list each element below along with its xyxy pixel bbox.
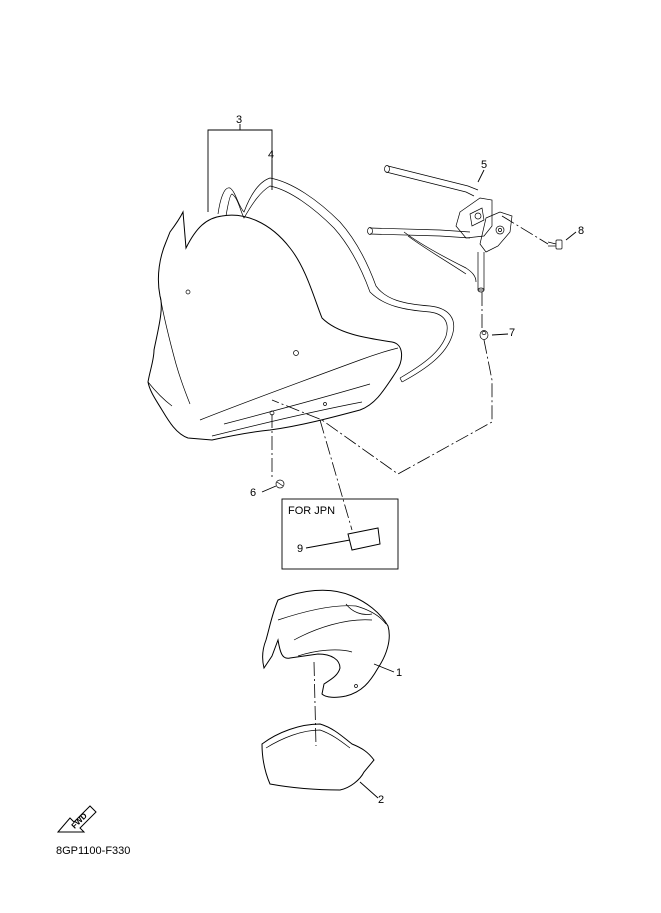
bolt-part-8 [547, 239, 563, 250]
callout-2: 2 [378, 794, 384, 806]
pad-sheet-part [261, 723, 375, 791]
nut-part-7 [479, 330, 489, 340]
callout-labels: 3 4 5 8 7 6 9 1 2 [236, 114, 584, 806]
leader-lines [207, 124, 577, 799]
callout-4: 4 [268, 149, 274, 161]
fwd-arrow-icon: FWD [56, 805, 97, 833]
jpn-variant-box: FOR JPN [281, 498, 399, 570]
cover-panel-part [262, 589, 390, 698]
screw-part-6 [275, 479, 285, 489]
callout-1: 1 [396, 667, 402, 679]
callout-5: 5 [481, 159, 487, 171]
callout-8: 8 [578, 225, 584, 237]
jpn-box-title: FOR JPN [288, 505, 335, 517]
assembly-lines [271, 215, 549, 747]
windscreen-part [147, 210, 402, 441]
reference-code: 8GP1100-F330 [56, 845, 130, 857]
bracket-stay-part [367, 165, 513, 293]
callout-3: 3 [236, 114, 242, 126]
windscreen-trim-part [217, 177, 454, 383]
callout-7: 7 [509, 327, 515, 339]
callout-9: 9 [297, 543, 303, 555]
callout-6: 6 [250, 487, 256, 499]
